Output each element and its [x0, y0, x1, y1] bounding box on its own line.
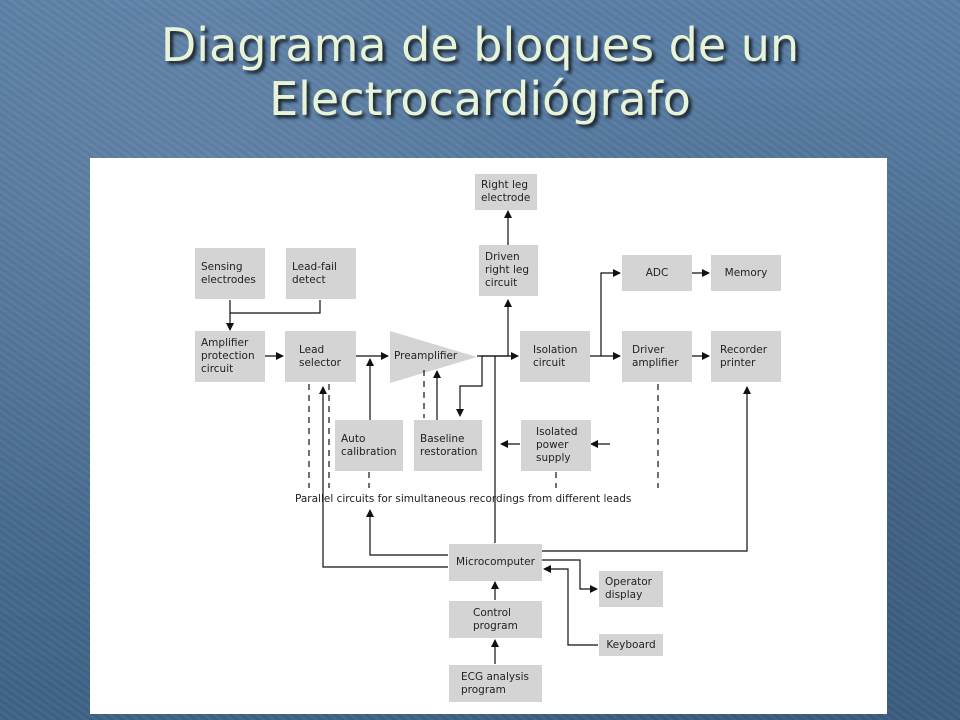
parallel-circuits-note: Parallel circuits for simultaneous recor…: [295, 493, 632, 505]
driver-amplifier-block: Driver amplifier: [622, 331, 692, 382]
baseline-restoration-block: Baseline restoration: [414, 420, 482, 471]
diagram-connections: [226, 210, 751, 664]
driven-right-leg-block: Driven right leg circuit: [479, 245, 538, 296]
auto-calibration-block: Auto calibration: [335, 420, 403, 471]
preamplifier-label: Preamplifier: [394, 350, 458, 362]
control-program-block: Control program: [449, 601, 542, 638]
operator-display-block: Operator display: [599, 571, 663, 607]
microcomputer-block: Microcomputer: [449, 544, 542, 581]
block-diagram-panel: Right leg electrode Driven right leg cir…: [90, 158, 887, 714]
lead-selector-block: Lead selector: [285, 331, 356, 382]
memory-block: Memory: [711, 255, 781, 291]
lead-fail-detect-block: Lead-fail detect: [286, 248, 356, 299]
preamplifier-triangle: [390, 331, 477, 383]
recorder-printer-block: Recorder printer: [711, 331, 781, 382]
sensing-electrodes-block: Sensing electrodes: [195, 248, 265, 299]
isolated-power-supply-block: Isolated power supply: [521, 420, 591, 471]
title-line-1: Diagrama de bloques de un: [160, 18, 800, 72]
slide-title: Diagrama de bloques de un Electrocardióg…: [0, 18, 960, 126]
adc-block: ADC: [622, 255, 692, 291]
right-leg-electrode-block: Right leg electrode: [475, 174, 537, 210]
keyboard-block: Keyboard: [599, 634, 663, 656]
isolation-circuit-block: Isolation circuit: [520, 331, 590, 382]
title-line-2: Electrocardiógrafo: [269, 72, 691, 126]
ecg-analysis-program-block: ECG analysis program: [449, 665, 542, 702]
amplifier-protection-block: Amplifier protection circuit: [195, 331, 265, 382]
